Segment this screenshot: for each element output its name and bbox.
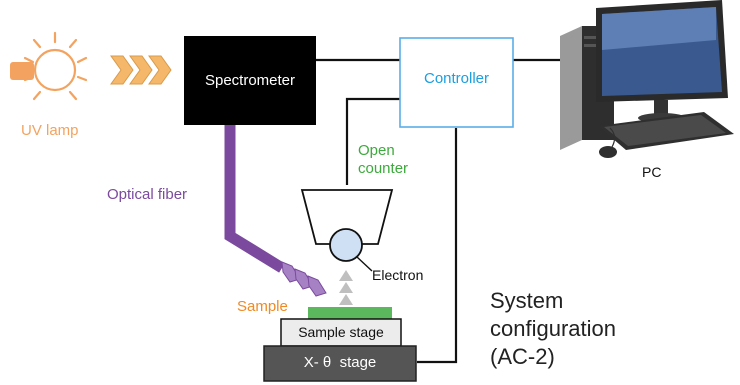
mouse-icon: [599, 127, 617, 158]
wire-controller-counter: [345, 97, 400, 185]
caption-line1: System: [490, 288, 564, 313]
optical-fiber-label: Optical fiber: [107, 186, 188, 203]
open-counter-label-line2: counter: [358, 160, 409, 177]
caption-line3: (AC-2): [490, 344, 555, 369]
sample-block: [308, 307, 392, 319]
controller-label: Controller: [423, 70, 490, 87]
fiber-arrows: [281, 261, 327, 297]
optical-fiber: [224, 125, 285, 273]
open-counter: [300, 189, 394, 245]
electron-arrows: [339, 270, 353, 305]
sample-label: Sample: [237, 298, 288, 315]
light-arrows: [110, 55, 172, 85]
wires: [316, 58, 560, 364]
electron-pointer: [356, 256, 373, 272]
uv-lamp-label: UV lamp: [21, 122, 79, 139]
wire-controller-stage: [417, 128, 458, 364]
sample-stage-label: Sample stage: [298, 324, 384, 340]
electron-detector: [329, 228, 363, 262]
uv-lamp-icon: [10, 31, 88, 101]
x-theta-stage-box: [263, 345, 417, 382]
spectrometer-label: Spectrometer: [204, 72, 296, 89]
open-counter-label-line1: Open: [358, 142, 395, 159]
x-theta-stage-label: X- θ stage: [303, 354, 377, 371]
spectrometer-box: [184, 36, 316, 125]
pc-label: PC: [642, 164, 662, 180]
electron-label: Electron: [372, 267, 424, 283]
sample-stage-box: [280, 318, 402, 347]
keyboard-icon: [598, 112, 734, 150]
caption-line2: configuration: [490, 316, 616, 341]
controller-box: [399, 37, 514, 128]
monitor-icon: [596, 0, 728, 123]
